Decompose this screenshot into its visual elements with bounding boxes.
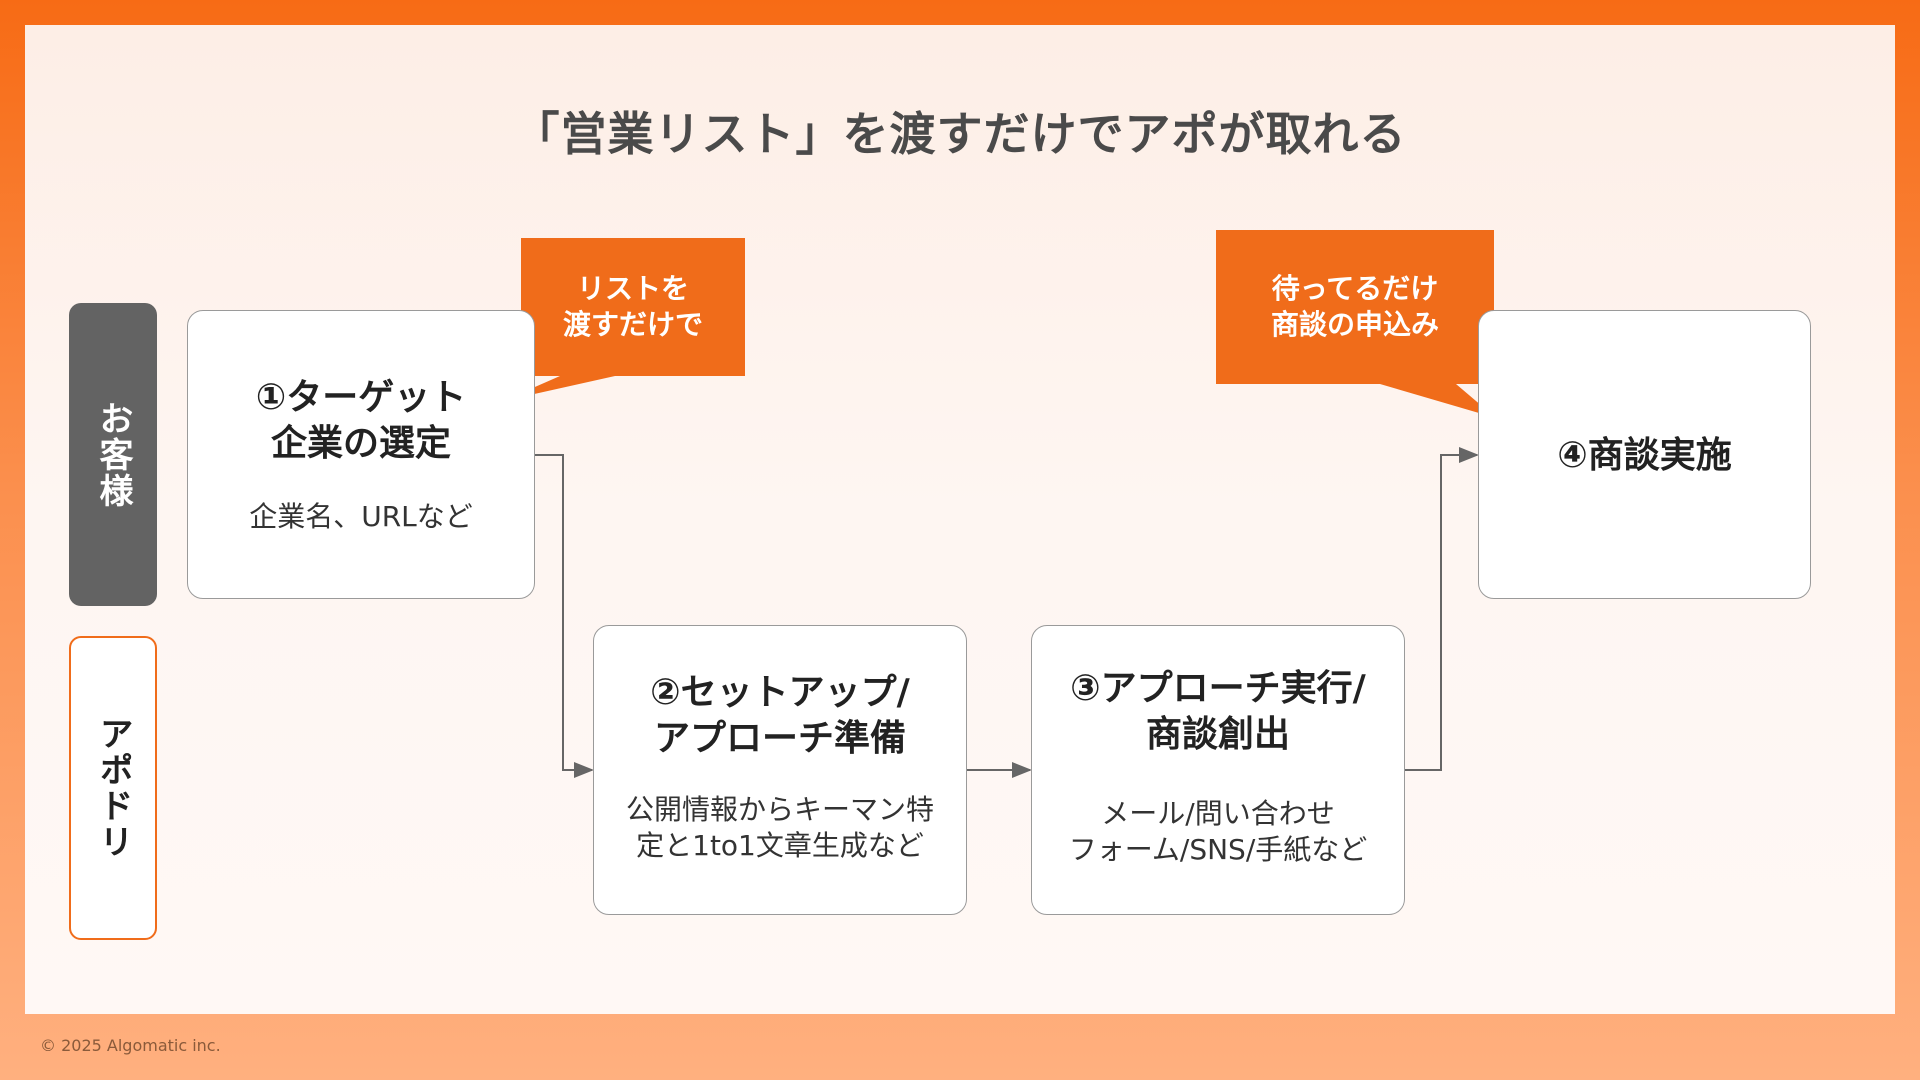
step3-sub-line1: メール/問い合わせ: [1101, 797, 1335, 830]
callout-wait-meeting: 待ってるだけ 商談の申込み: [1216, 230, 1494, 384]
connector-step1-to-step2: [535, 454, 594, 778]
step3-sub-line2: フォーム/SNS/手紙など: [1068, 833, 1368, 866]
step2-sub-line1: 公開情報からキーマン特: [625, 793, 934, 826]
step1-title-line2: 企業の選定: [270, 423, 451, 464]
slide-title: 「営業リスト」を渡すだけでアポが取れる: [513, 107, 1407, 161]
callout-2-line2: 商談の申込み: [1270, 308, 1439, 341]
lane-apodori-text: アポドリ: [93, 716, 133, 860]
step2-sub-line2: 定と1to1文章生成など: [636, 829, 924, 862]
step3-title-line1: ③アプローチ実行/: [1070, 668, 1366, 709]
connector-step3-to-step4: [1405, 447, 1479, 771]
step-box-target-selection: ①ターゲット 企業の選定 企業名、URLなど: [187, 310, 535, 599]
step-box-meeting: ④商談実施: [1478, 310, 1811, 599]
step-box-approach: ③アプローチ実行/ 商談創出 メール/問い合わせ フォーム/SNS/手紙など: [1031, 625, 1405, 915]
callout-2-line1: 待ってるだけ: [1271, 272, 1439, 305]
callout-bubble-2: [1216, 230, 1496, 418]
step2-title-line1: ②セットアップ/: [650, 672, 910, 713]
lane-customer-text: お客様: [93, 400, 133, 509]
step3-title-line2: 商談創出: [1145, 714, 1290, 755]
step1-sub-line1: 企業名、URLなど: [249, 500, 473, 533]
copyright-footer: © 2025 Algomatic inc.: [40, 1036, 221, 1055]
step2-title-line2: アプローチ準備: [653, 718, 906, 759]
callout-1-line1: リストを: [576, 272, 689, 305]
lane-label-apodori: アポドリ: [69, 636, 157, 940]
step4-title-line1: ④商談実施: [1557, 435, 1732, 476]
callout-1-line2: 渡すだけで: [562, 308, 703, 341]
lane-label-customer: お客様: [69, 303, 157, 606]
callout-bubble-1: [503, 238, 745, 401]
callout-list-handoff: リストを 渡すだけで: [521, 238, 745, 376]
step1-title-line1: ①ターゲット: [255, 377, 467, 418]
step-box-setup: ②セットアップ/ アプローチ準備 公開情報からキーマン特 定と1to1文章生成な…: [593, 625, 967, 915]
